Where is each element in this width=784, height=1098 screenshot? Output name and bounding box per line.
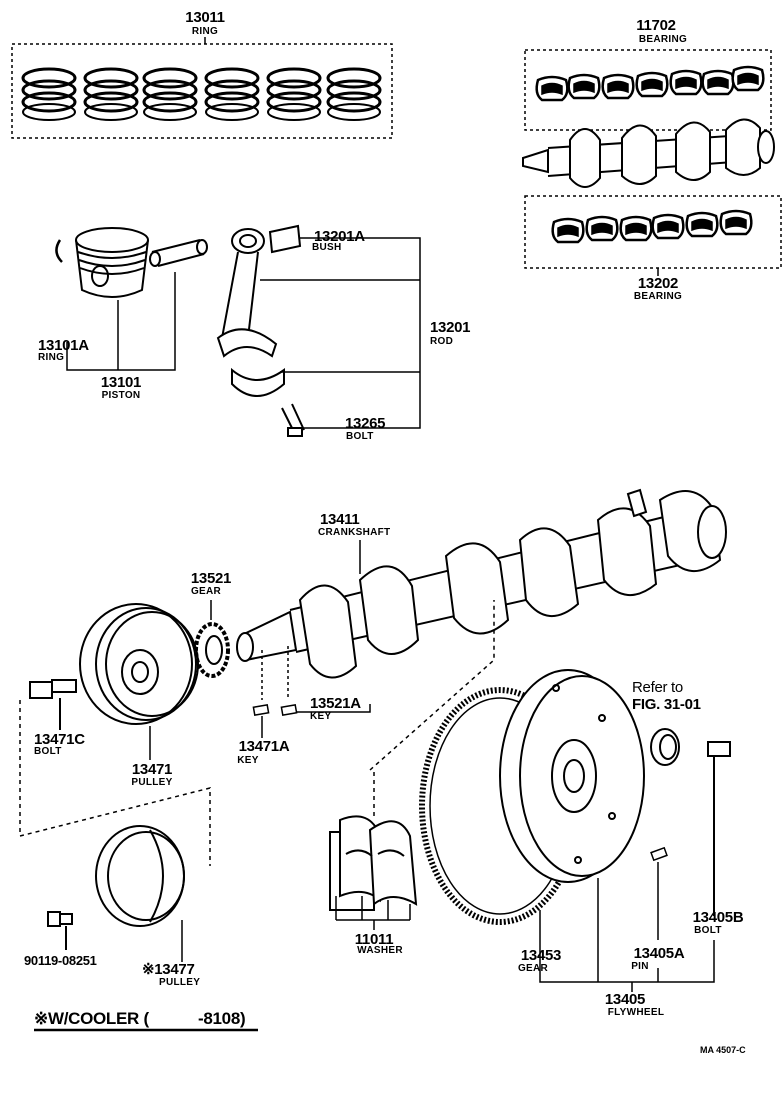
part-name: BOLT xyxy=(694,925,722,936)
part-number: 11702 xyxy=(636,17,676,34)
part-name: RING xyxy=(191,26,219,37)
piston-drawing xyxy=(55,227,208,298)
figure-code: MA 4507-C xyxy=(700,1045,746,1055)
part-number: 13202 xyxy=(637,275,679,292)
ring-set-box xyxy=(11,37,393,139)
part-number: 13471A xyxy=(238,738,290,755)
part-number: 13521 xyxy=(190,570,232,587)
part-name: KEY xyxy=(310,711,332,722)
part-number: 13471C xyxy=(34,731,85,748)
part-name: PULLEY xyxy=(159,977,201,988)
part-number: 13405A xyxy=(633,945,685,962)
piston-leader xyxy=(66,272,176,371)
part-number: 13405 xyxy=(604,991,646,1008)
part-number: 13011 xyxy=(185,9,225,26)
part-number: 13101 xyxy=(100,374,142,391)
part-number: 13101A xyxy=(38,337,89,354)
reference-note-line1: Refer to xyxy=(632,679,683,696)
part-name: BEARING xyxy=(633,291,683,302)
reference-note-line2: FIG. 31-01 xyxy=(632,696,701,713)
footnote-prefix: ※W/COOLER ( xyxy=(34,1009,149,1028)
key-leader xyxy=(296,704,371,713)
upper-bearing-box xyxy=(524,49,772,131)
flywheel xyxy=(499,669,645,883)
part-number: 13521A xyxy=(310,695,361,712)
part-name: CRANKSHAFT xyxy=(318,527,391,538)
part-name: BOLT xyxy=(34,746,62,757)
pulley-bolt xyxy=(29,679,77,730)
pilot-bearing xyxy=(650,728,680,766)
part-number: 13453 xyxy=(520,947,562,964)
part-number: 13411 xyxy=(320,511,360,528)
part-name: PISTON xyxy=(101,390,141,401)
part-number: ※13477 xyxy=(142,961,195,978)
part-number: 90119-08251 xyxy=(24,953,97,968)
footnote-suffix: -8108) xyxy=(198,1009,246,1028)
part-name: WASHER xyxy=(357,945,403,956)
part-name: BEARING xyxy=(638,34,688,45)
part-name: ROD xyxy=(430,336,454,347)
part-name: BUSH xyxy=(312,242,342,253)
small-bolt xyxy=(47,911,73,950)
timing-gear xyxy=(194,622,230,678)
thrust-washers xyxy=(329,815,418,911)
part-number: 13265 xyxy=(345,415,386,432)
part-name: GEAR xyxy=(517,963,549,974)
part-name: KEY xyxy=(237,755,259,766)
cooler-pulley xyxy=(95,825,185,927)
flywheel-leader xyxy=(539,910,715,983)
crank-pulley xyxy=(79,603,199,725)
part-name: FLYWHEEL xyxy=(607,1007,665,1018)
part-number: 13201A xyxy=(314,228,365,245)
part-number: 13471 xyxy=(131,761,173,778)
part-name: RING xyxy=(38,352,65,363)
small-crankshaft xyxy=(522,118,775,188)
part-number: 11011 xyxy=(354,931,394,948)
part-name: GEAR xyxy=(190,586,222,597)
main-crankshaft xyxy=(236,488,727,679)
part-number: 13405B xyxy=(692,909,744,926)
rod-leader xyxy=(300,237,421,429)
connecting-rod xyxy=(216,224,305,437)
part-name: PIN xyxy=(631,961,649,972)
lower-bearing-box xyxy=(524,195,782,276)
part-name: PULLEY xyxy=(131,777,173,788)
part-name: BOLT xyxy=(346,431,374,442)
part-number: 13201 xyxy=(430,319,471,336)
